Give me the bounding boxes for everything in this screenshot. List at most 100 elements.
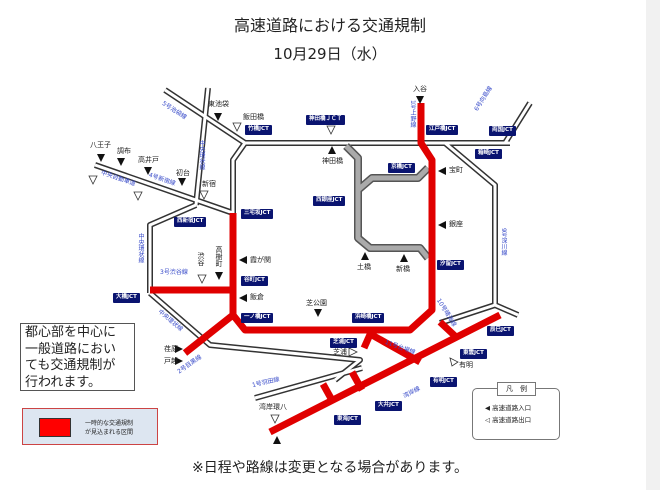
place-ginza: 銀座: [449, 220, 463, 228]
entrance-icon: [214, 113, 222, 121]
jct-hamazakibashi: 浜崎橋JCT: [352, 313, 385, 323]
entrance-icon: [314, 309, 322, 317]
entrance-icon: [438, 167, 446, 175]
page-date: 10月29日（水）: [273, 45, 387, 63]
jct-tanimachi: 谷町JCT: [241, 276, 268, 286]
note-line: 一般道路におい: [25, 341, 117, 357]
restricted-shibaura: [360, 328, 376, 350]
route-label: 3号渋谷線: [160, 269, 188, 276]
place-hatsudai: 初台: [176, 169, 190, 177]
entrance-icon: [175, 345, 183, 353]
place-ariake: 有明: [459, 361, 473, 369]
restriction-legend: 一時的な交通規制 が見込まれる区間: [22, 408, 158, 445]
place-ebara: 荏原: [164, 345, 178, 353]
exit-icon: ◁: [485, 416, 490, 424]
jct-miyakezaka: 三宅坂JCT: [241, 209, 274, 219]
place-chofu: 調布: [117, 147, 131, 155]
exit-icon: [326, 125, 336, 135]
exit-icon: [199, 190, 209, 200]
place-shibaura: 芝浦: [333, 348, 347, 356]
place-kasumigaseki: 霞が関: [250, 256, 271, 264]
place-shibakoen: 芝公園: [306, 299, 327, 307]
jct-oi: 大井JCT: [375, 401, 402, 411]
restricted-wangan: [268, 311, 502, 436]
restricted-11-daiba: [370, 331, 422, 366]
footer-note: ※日程や路線は変更となる場合があります。: [192, 460, 468, 476]
restriction-legend-text: 一時的な交通規制 が見込まれる区間: [85, 419, 133, 437]
note-line: 行われます。: [25, 374, 102, 390]
entrance-icon: [144, 167, 152, 175]
jct-kyobashi: 京橋JCT: [388, 163, 415, 173]
jct-tatsumi: 辰巳JCT: [487, 326, 514, 336]
place-shinjuku: 新宿: [202, 180, 216, 188]
exit-icon: [133, 191, 143, 201]
jct-shiodome: 汐留JCT: [437, 260, 464, 270]
exit-markers: [88, 122, 459, 424]
entrance-icon: [239, 256, 247, 264]
legend-line: 一時的な交通規制: [85, 420, 134, 427]
entrance-icon: [117, 158, 125, 166]
jct-nishishinjuku: 西新宿JCT: [174, 217, 207, 227]
route-label: 9号深川線: [500, 228, 507, 256]
scrollbar-track[interactable]: [646, 0, 660, 490]
place-dobashi: 土橋: [357, 263, 371, 271]
route-label: 中央環状線: [137, 233, 144, 263]
jct-shinonome: 東雲JCT: [460, 349, 487, 359]
route-label: 1号上野線: [409, 100, 416, 128]
restriction-swatch: [39, 418, 71, 437]
restricted-link-2: [348, 370, 366, 392]
entrance-icon: [239, 294, 247, 302]
route-label: 中央環状線: [198, 140, 205, 170]
entrance-icon: [215, 272, 223, 280]
jct-edobashi: 江戸橋JCT: [426, 125, 459, 135]
exit-icon: [88, 175, 98, 185]
jct-tokai: 東海JCT: [334, 415, 361, 425]
note-line: ても交通規制が: [25, 358, 116, 373]
entrance-icon: [361, 252, 369, 260]
place-takagicho: 高樹町: [215, 246, 223, 267]
jct-takebashi: 竹橋JCT: [245, 125, 272, 135]
jct-kandabashi: 神田橋ＪＣＴ: [306, 115, 346, 125]
exit-icon: [348, 347, 358, 357]
legend-exit-label: 高速道路出口: [492, 416, 532, 424]
note-line: 都心部を中心に: [25, 325, 117, 340]
jct-ryogoku: 両国JCT: [489, 126, 516, 136]
entrance-icon: [178, 178, 186, 186]
entrance-markers: [97, 96, 446, 444]
exit-icon: [270, 414, 280, 424]
jct-ariake: 有明JCT: [430, 377, 457, 387]
jct-ohashi: 大橋JCT: [113, 293, 140, 303]
restricted-c1: [229, 103, 436, 334]
entrance-icon: [328, 146, 336, 154]
restricted-harumi: [437, 319, 458, 339]
jct-ichinohashi: 一ノ橋JCT: [241, 313, 274, 323]
entrance-icon: [400, 254, 408, 262]
restricted-2-meguro: [182, 312, 236, 356]
exit-icon: [197, 274, 207, 284]
page-title: 高速道路における交通規制: [233, 16, 426, 35]
entrance-icon: [416, 96, 424, 104]
exit-icon: [232, 122, 242, 132]
place-togoshi: 戸越: [164, 357, 178, 365]
restricted-link-1: [319, 382, 337, 404]
entrance-icon: [175, 357, 183, 365]
place-higashiikebukuro: 東池袋: [208, 100, 229, 108]
place-takaido: 高井戸: [138, 156, 159, 164]
legend-entrance-label: 高速道路入口: [492, 404, 532, 412]
place-hachioji: 八王子: [90, 141, 111, 149]
restricted-sections: [150, 103, 502, 436]
legend-title: 凡 例: [497, 382, 536, 396]
jct-shibaura: 芝浦JCT: [330, 338, 357, 348]
exit-icon: [449, 357, 459, 367]
map-legend: 凡 例 ◀ 高速道路入口 ◁ 高速道路出口: [472, 382, 560, 440]
jct-nishiginza: 西銀座JCT: [313, 196, 346, 206]
entrance-icon: [438, 221, 446, 229]
place-kandabashi: 神田橋: [322, 157, 343, 165]
legend-exit: ◁ 高速道路出口: [485, 414, 531, 424]
legend-entrance: ◀ 高速道路入口: [485, 402, 531, 412]
place-iidabashi: 飯田橋: [243, 113, 264, 121]
general-road-notice: 都心部を中心に 一般道路におい ても交通規制が 行われます。: [20, 323, 135, 391]
place-shibuya: 渋谷: [197, 252, 205, 266]
place-takaracho: 宝町: [449, 166, 463, 174]
